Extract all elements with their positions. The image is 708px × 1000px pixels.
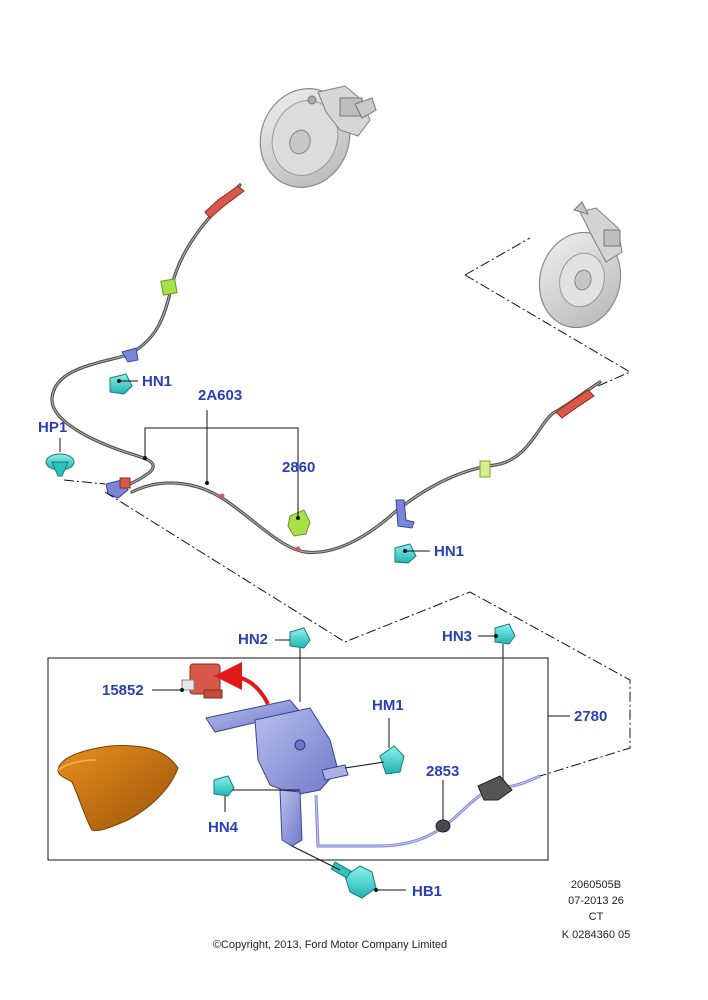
callout-2780: 2780 bbox=[574, 708, 607, 725]
removal-arrow-icon bbox=[214, 662, 270, 705]
nut-hn1-upper-icon bbox=[109, 373, 133, 395]
leader-lines bbox=[59, 379, 570, 892]
callout-hp1: HP1 bbox=[38, 419, 67, 436]
callout-hn4: HN4 bbox=[208, 819, 239, 836]
nut-hn2-icon bbox=[289, 627, 311, 649]
nut-hn3-icon bbox=[494, 623, 516, 645]
callout-2853: 2853 bbox=[426, 763, 459, 780]
drawing-region: CT bbox=[589, 911, 604, 923]
drawing-date: 07-2013 26 bbox=[568, 895, 624, 907]
catalog-code: K 0284360 05 bbox=[562, 929, 631, 941]
copyright-notice: ©Copyright, 2013, Ford Motor Company Lim… bbox=[213, 939, 447, 951]
callout-hm1: HM1 bbox=[372, 697, 404, 714]
handbrake-lever-icon bbox=[205, 699, 349, 847]
callout-hn3: HN3 bbox=[442, 628, 472, 645]
warning-switch-icon bbox=[181, 663, 223, 699]
rear-cable-left bbox=[50, 183, 245, 490]
cable-bracket-icon bbox=[105, 477, 131, 499]
nut-hm1-icon bbox=[379, 745, 405, 775]
cable-equalizer-icon bbox=[477, 775, 513, 801]
callout-2860: 2860 bbox=[282, 459, 315, 476]
front-cable-2853 bbox=[314, 774, 541, 848]
callout-hn2: HN2 bbox=[238, 631, 268, 648]
callout-2a603: 2A603 bbox=[198, 387, 242, 404]
callout-hb1: HB1 bbox=[412, 883, 442, 900]
lever-assembly-frame bbox=[47, 657, 549, 861]
lever-boot-cover-icon bbox=[57, 745, 179, 831]
drawing-number: 2060505B bbox=[571, 879, 621, 891]
cable-bracket-upper-icon bbox=[121, 347, 139, 363]
callout-hn1-lower: HN1 bbox=[434, 543, 464, 560]
callout-hn1-upper: HN1 bbox=[142, 373, 172, 390]
nut-hn1-lower-icon bbox=[394, 543, 417, 564]
clip-2860-icon bbox=[287, 509, 311, 537]
cable-bracket-lower-icon bbox=[395, 499, 415, 529]
pin-hp1-icon bbox=[45, 453, 75, 477]
association-lines bbox=[63, 237, 632, 777]
disc-brake-rotor-icon bbox=[538, 201, 623, 329]
rear-cable-right bbox=[130, 380, 602, 554]
bolt-hb1-icon bbox=[330, 861, 377, 899]
callout-15852: 15852 bbox=[102, 682, 144, 699]
drum-brake-backplate-icon bbox=[259, 85, 377, 188]
nut-hn4-icon bbox=[213, 775, 235, 797]
